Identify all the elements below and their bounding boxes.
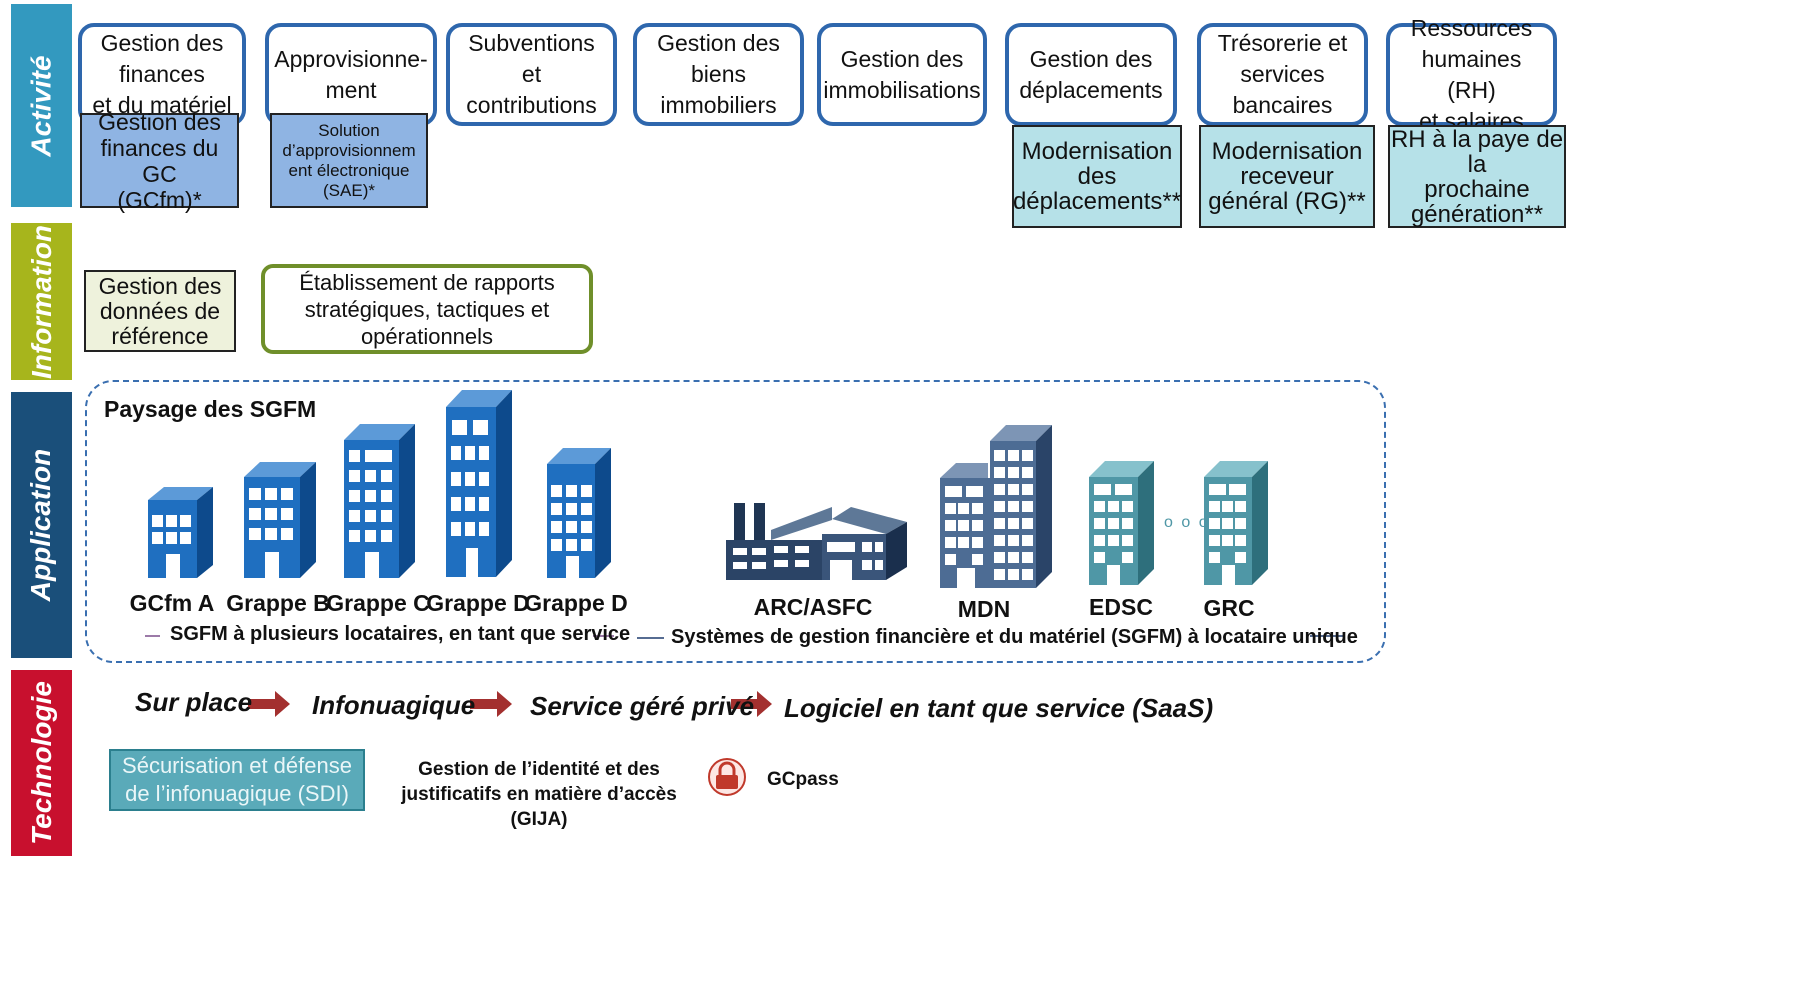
lock-icon [708,758,746,796]
more-ellipsis: o o o [1164,514,1210,531]
activity-box-rh: Ressources humaines (RH) et salaires [1386,15,1557,134]
building-icon-grc [1204,461,1268,585]
building-icon-gcfm-a [148,487,213,578]
system-box-gcfm: Gestion des finances du GC (GCfm)* [80,109,239,213]
building-icon-edsc [1089,461,1154,585]
sdi-box: Sécurisation et défense de l’infonuagiqu… [109,749,365,811]
building-icon-grappe-c [344,424,415,578]
system-box-deplacements: Modernisation des déplacements** [1012,125,1182,228]
building-label-grappe-b: Grappe B [226,590,330,616]
building-icon-mdn [940,425,1052,588]
building-label-grc: GRC [1203,595,1255,621]
activity-box-finances: Gestion des finances et du matériel [78,23,246,126]
tech-step-saas: Logiciel en tant que service (SaaS) [784,693,1214,723]
reporting-box: Établissement de rapports stratégiques, … [261,264,593,354]
layer-bar-information: Information [11,223,72,380]
building-label-arc-asfc: ARC/ASFC [753,594,873,620]
building-label-grappe-c: Grappe C [326,590,430,616]
gcpass-label: GCpass [767,769,839,790]
layer-bar-application: Application [11,392,72,658]
multi-tenant-caption: SGFM à plusieurs locataires, en tant que… [170,623,631,645]
building-icon-grappe-d-tall [446,390,512,577]
system-box-rh-paye: RH à la paye de la prochaine génération*… [1388,125,1566,228]
reference-data-box: Gestion des données de référence [84,270,236,352]
building-label-grappe-d: Grappe D [524,590,628,616]
activity-box-biens-immobiliers: Gestion des biens immobiliers [633,23,804,126]
building-label-mdn: MDN [957,596,1011,622]
system-box-sae: Solution d’approvisionnem ent électroniq… [270,113,428,208]
system-box-rg: Modernisation receveur général (RG)** [1199,125,1375,228]
building-icon-grappe-d [547,448,611,578]
building-label-gcfm-a: GCfm A [129,590,215,616]
activity-box-subventions: Subventions et contributions [446,23,617,126]
tech-step-sur-place: Sur place [135,687,253,717]
gija-label: Gestion de l’identité et des justificati… [401,759,677,830]
single-tenant-caption: Systèmes de gestion financière et du mat… [671,626,1358,648]
activity-box-immobilisations: Gestion des immobilisations [817,23,987,126]
building-label-grappe-d-tall: Grappe D [426,590,530,616]
tech-step-service-gere-prive: Service géré privé [530,691,755,721]
layer-bar-activite: Activité [11,4,72,207]
activity-box-deplacements: Gestion des déplacements [1005,23,1177,126]
tech-step-infonuagique: Infonuagique [312,690,476,720]
layer-bar-technologie: Technologie [11,670,72,856]
building-icon-grappe-b [244,462,316,578]
building-label-edsc: EDSC [1089,594,1153,620]
factory-icon-arc-asfc [726,503,907,580]
landscape-title: Paysage des SGFM [104,396,317,422]
sgfm-landscape-frame [85,380,1386,663]
activity-box-tresorerie: Trésorerie et services bancaires [1197,23,1368,126]
activity-box-approvisionnement: Approvisionne- ment [265,23,437,126]
arrow-icon [248,691,772,717]
